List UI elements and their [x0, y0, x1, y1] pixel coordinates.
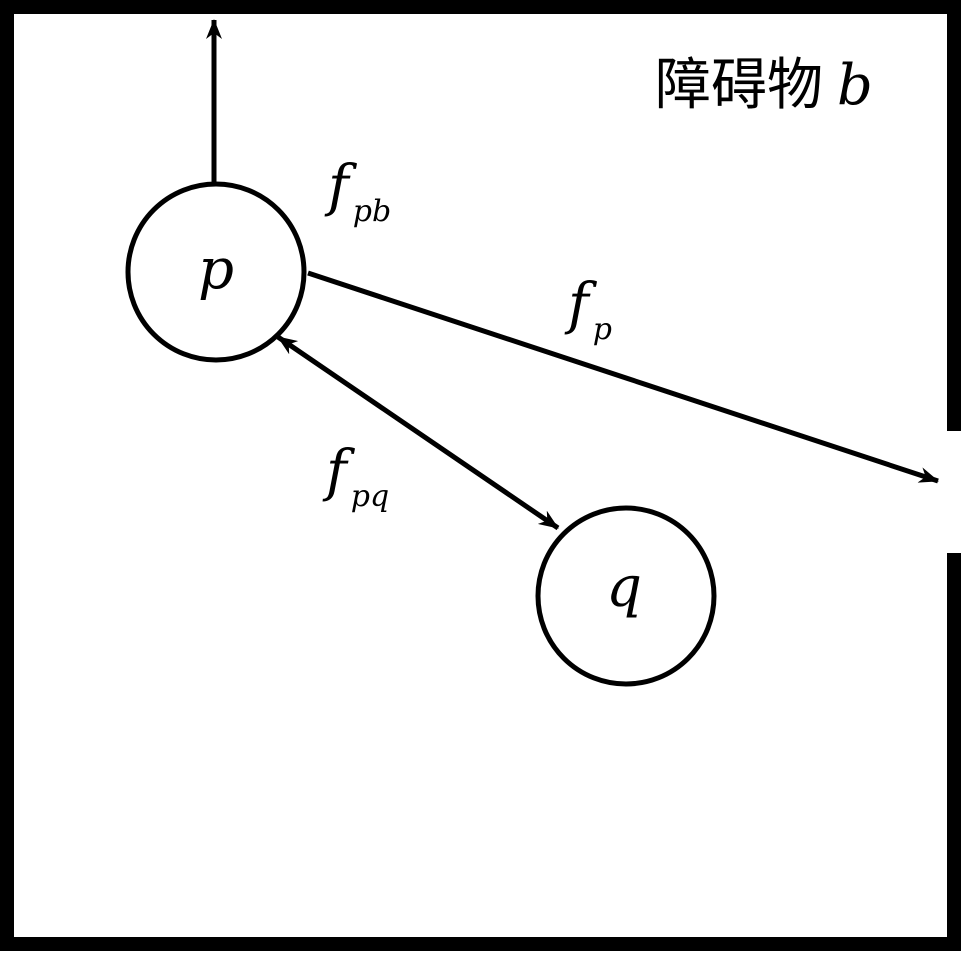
wall-gap-end-bottom [947, 553, 961, 567]
node-p-label: p [198, 237, 234, 302]
force-label-f-pb-sub: pb [353, 194, 391, 229]
node-p-circle [125, 181, 307, 363]
force-label-f-p-sub: p [593, 312, 612, 347]
wall-gap-end-top [947, 417, 961, 431]
obstacle-label-symbol: b [837, 53, 873, 118]
node-q: q [535, 505, 717, 687]
force-label-f-pq-sub: pq [351, 479, 389, 514]
force-arrows [206, 19, 939, 531]
arrow-f-p [307, 270, 939, 484]
node-p: p [125, 181, 307, 363]
arrow-f-pq [276, 334, 560, 531]
node-q-circle [535, 505, 717, 687]
obstacle-label-text: 障碍物 [655, 53, 823, 118]
node-q-label: q [606, 555, 642, 620]
